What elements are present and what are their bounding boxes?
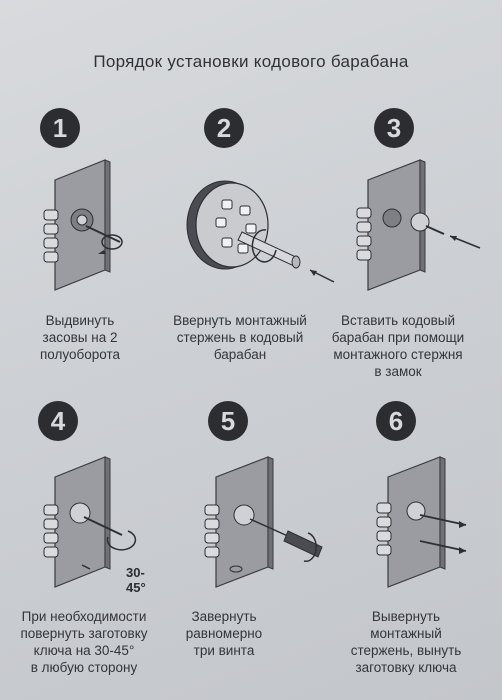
step-6: 6 Вывернуть монтажный стержень, вынуть з… bbox=[336, 395, 496, 685]
step-5-caption: Завернуть равномерно три винта bbox=[185, 609, 263, 658]
cylinder-illustration bbox=[186, 180, 335, 283]
angle-label: 30-45° bbox=[126, 565, 146, 595]
step-3-badge: 3 bbox=[374, 108, 414, 148]
step-2-badge: 2 bbox=[204, 108, 244, 148]
step-6-caption: Вывернуть монтажный стержень, вынуть заг… bbox=[350, 609, 462, 675]
page-title: Порядок установки кодового барабана bbox=[93, 52, 409, 71]
lock-insert-illustration bbox=[356, 159, 481, 291]
step-3-caption: Вставить кодовый барабан при помощи монт… bbox=[331, 313, 465, 379]
step-3: 3 Вставить кодовый барабан при помощи мо… bbox=[330, 100, 490, 390]
step-4-badge: 4 bbox=[38, 401, 78, 441]
step-2-caption: Ввернуть монтажный стержень в кодовый ба… bbox=[173, 313, 307, 362]
step-4-caption: При необходимости повернуть заготовку кл… bbox=[20, 609, 148, 675]
step-5: 5 Завернуть равномерно три винта bbox=[172, 395, 332, 685]
lock-rotate-illustration bbox=[43, 456, 137, 588]
step-5-badge: 5 bbox=[208, 401, 248, 441]
step-4: 4 30-45° При необходимости повернуть заг… bbox=[0, 395, 160, 685]
step-1: 1 Выдвинуть засовы на 2 полуоборота bbox=[0, 100, 160, 390]
step-1-caption: Выдвинуть засовы на 2 полуоборота bbox=[40, 313, 120, 362]
step-1-badge: 1 bbox=[40, 108, 80, 148]
step-6-badge: 6 bbox=[376, 401, 416, 441]
lock-remove-illustration bbox=[376, 456, 467, 588]
lock-illustration bbox=[43, 159, 123, 291]
step-2: 2 Ввернуть монтажный стержень в кодовый … bbox=[160, 100, 335, 390]
lock-screw-illustration bbox=[204, 456, 323, 588]
